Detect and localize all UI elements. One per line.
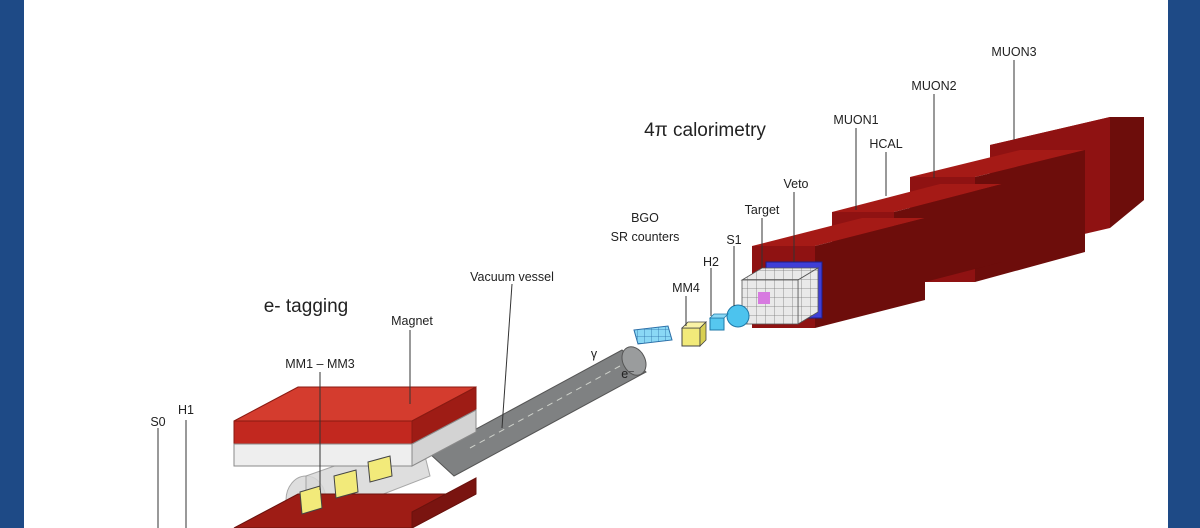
- label-electron: e⁻: [621, 367, 635, 381]
- h2-counter: [709, 313, 729, 331]
- label-hcal: HCAL: [869, 137, 902, 151]
- label-e-tagging: e- tagging: [264, 296, 349, 317]
- label-bgo: BGO: [631, 211, 659, 225]
- label-calorimetry: 4π calorimetry: [644, 120, 766, 141]
- detector-diagram: MUON3 MUON2 MUON1 HCAL 4π calorimetry Ve…: [150, 45, 1144, 528]
- diagram-canvas: MUON3 MUON2 MUON1 HCAL 4π calorimetry Ve…: [24, 0, 1168, 528]
- label-muon2: MUON2: [911, 79, 956, 93]
- ecal-center-cell: [758, 292, 770, 304]
- label-muon3: MUON3: [991, 45, 1036, 59]
- s1-counter: [726, 304, 750, 328]
- mm1-mm3-modules: [299, 455, 393, 515]
- label-mm4: MM4: [672, 281, 700, 295]
- label-magnet: Magnet: [391, 314, 433, 328]
- label-mm1-mm3: MM1 – MM3: [285, 357, 355, 371]
- label-veto: Veto: [783, 177, 808, 191]
- label-h1: H1: [178, 403, 194, 417]
- label-target: Target: [745, 203, 780, 217]
- ecal-target: [740, 267, 820, 325]
- label-muon1: MUON1: [833, 113, 878, 127]
- label-vacuum-vessel: Vacuum vessel: [470, 270, 554, 284]
- label-sr-counters: SR counters: [611, 230, 680, 244]
- label-h2: H2: [703, 255, 719, 269]
- leader-lines: [157, 60, 1015, 528]
- mm4-module: [681, 321, 707, 347]
- vacuum-vessel: [429, 346, 647, 477]
- label-s0: S0: [150, 415, 165, 429]
- magnet-upper: [233, 386, 477, 467]
- bgo-sr-counters: [633, 325, 673, 345]
- label-gamma: γ: [591, 347, 598, 361]
- label-s1: S1: [726, 233, 741, 247]
- magnet-lower: [233, 477, 477, 528]
